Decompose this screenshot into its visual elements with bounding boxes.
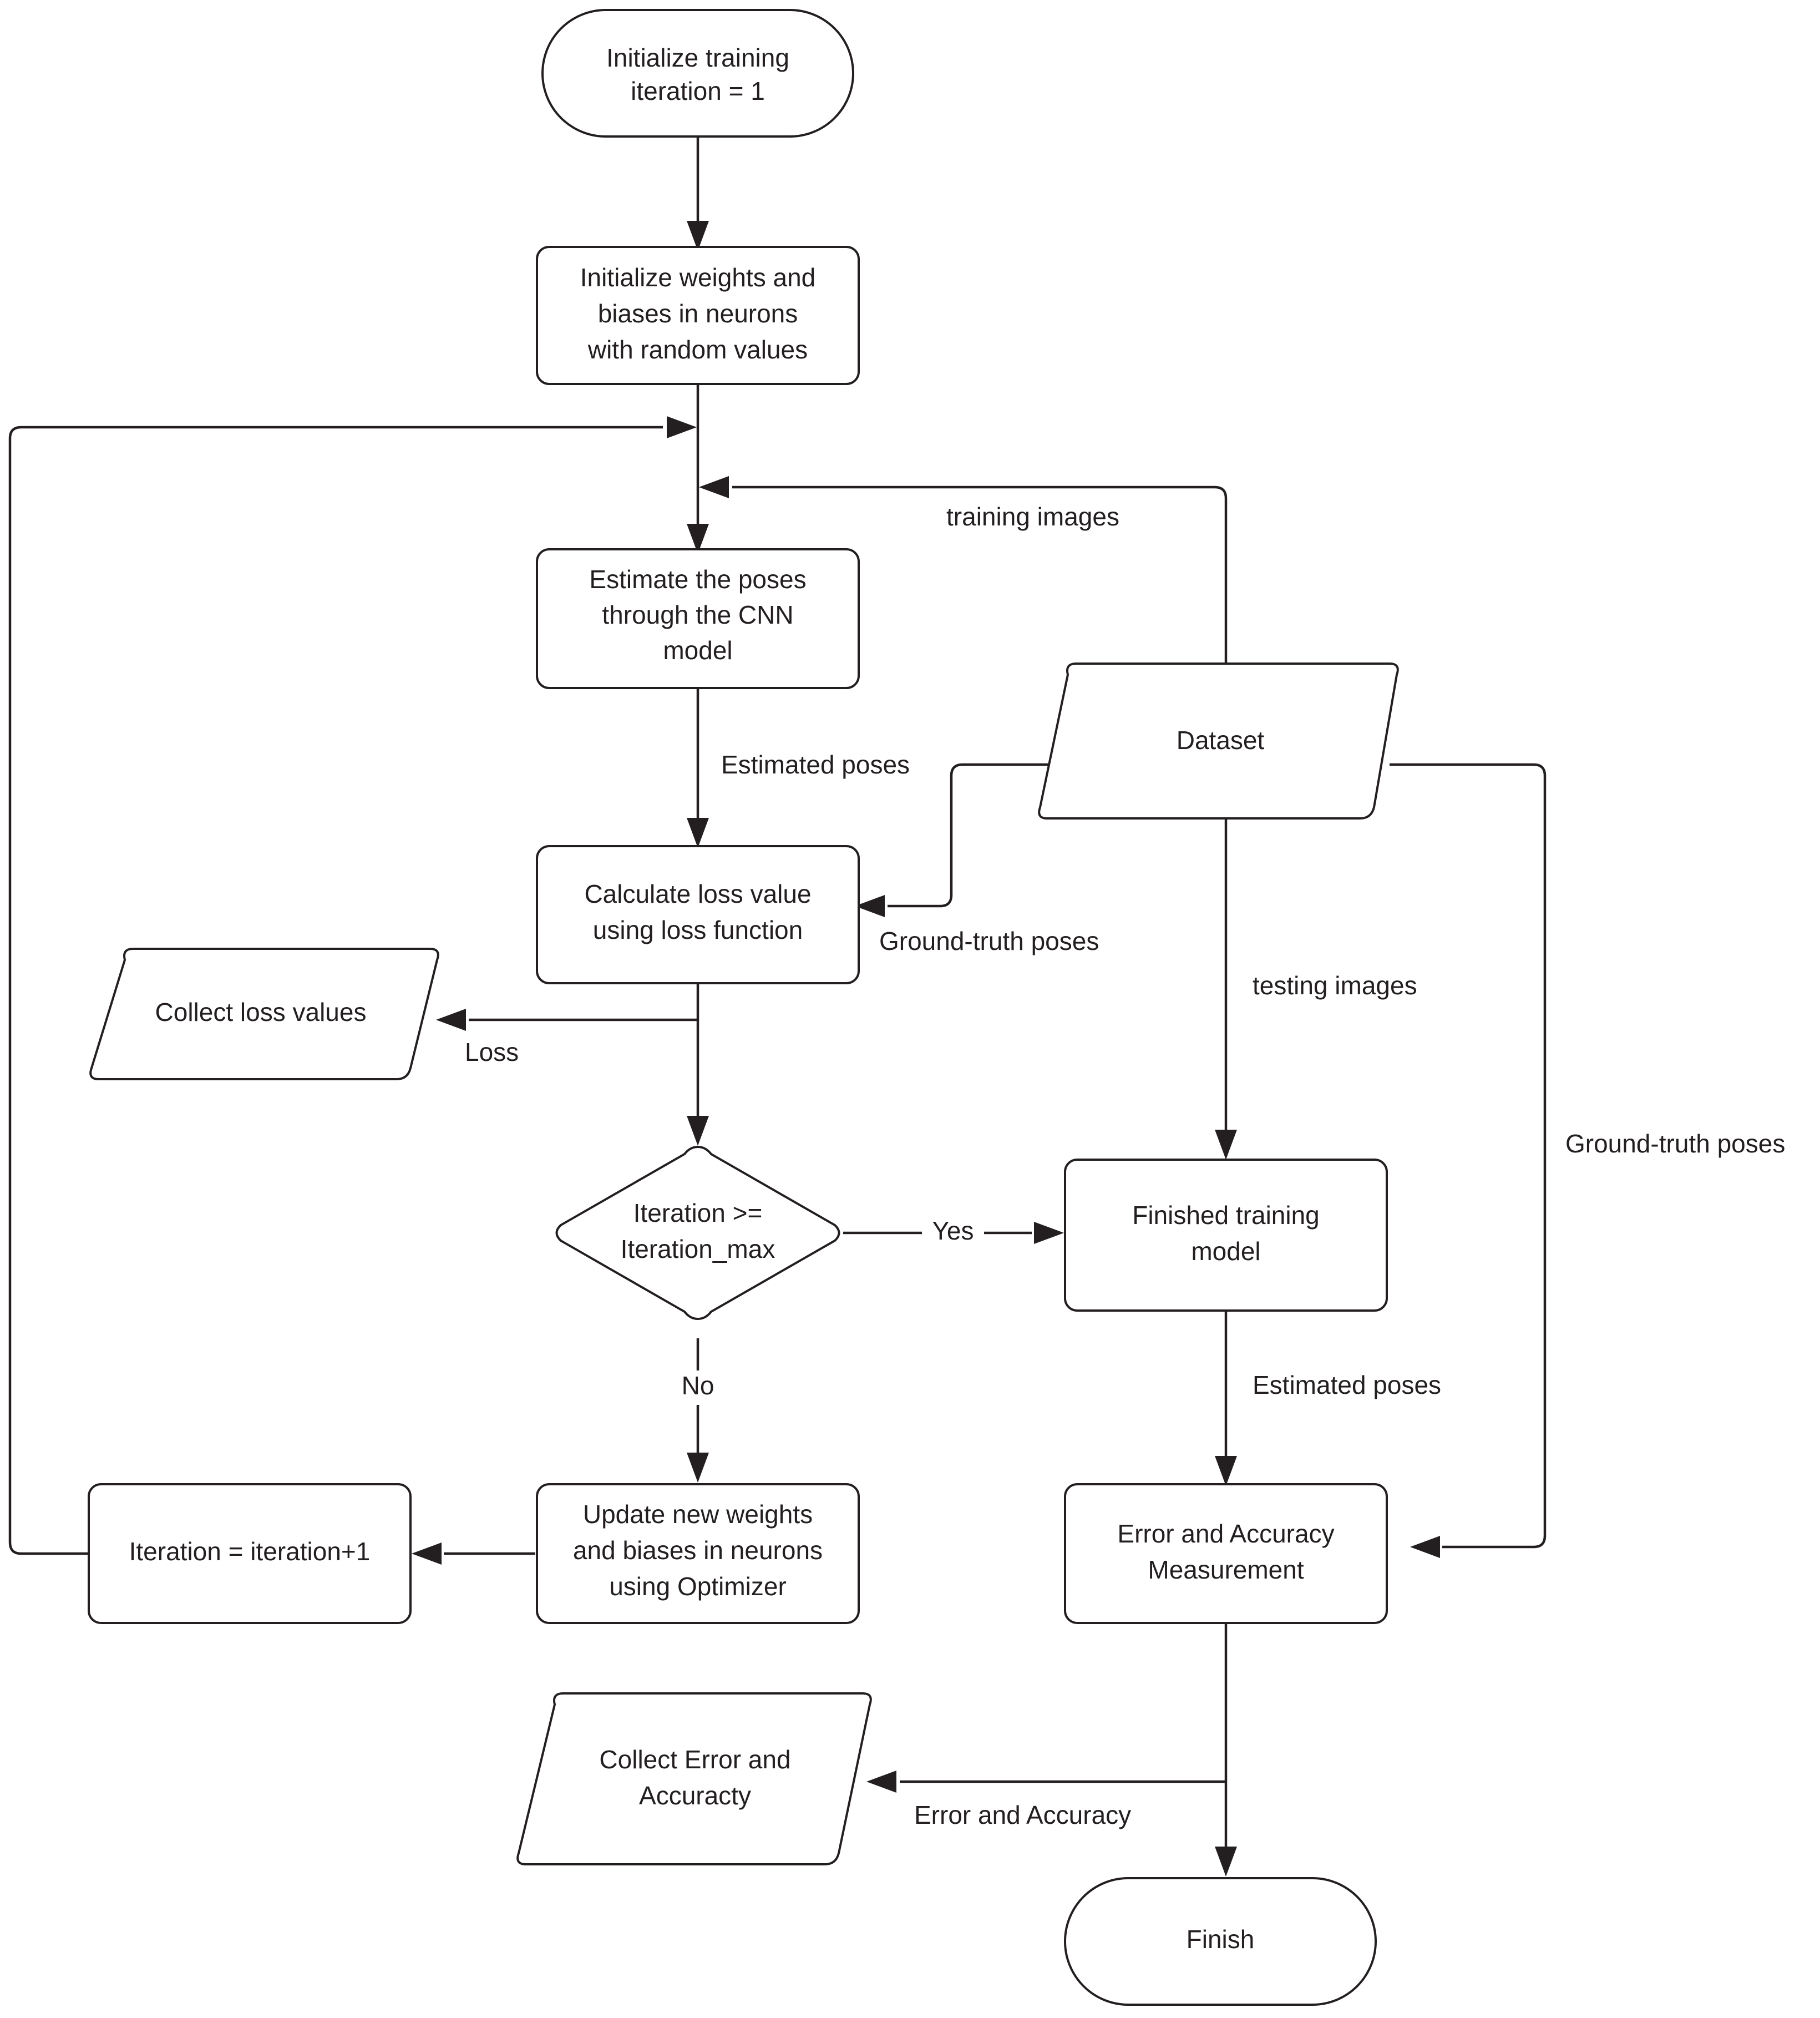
node-dataset-label: Dataset (1177, 726, 1265, 755)
node-finished-model[interactable]: Finished training model (1064, 1159, 1388, 1312)
node-iteration-increment-label: Iteration = iteration+1 (129, 1537, 371, 1566)
arrowhead-init-to-estimate (687, 524, 709, 554)
node-decision-line-1: Iteration >= (633, 1198, 763, 1227)
edge-label-estimated-poses-left: Estimated poses (721, 750, 910, 779)
node-finished-model-shape (1064, 1159, 1388, 1312)
node-start[interactable]: Initialize training iteration = 1 (541, 9, 854, 138)
node-finish-shape (1064, 1877, 1377, 2006)
edge-label-ground-truth-poses-left: Ground-truth poses (879, 927, 1099, 955)
node-collect-loss[interactable]: Collect loss values (89, 948, 439, 1080)
node-calc-loss-shape (536, 845, 860, 984)
arrowhead-yes (1034, 1222, 1064, 1244)
node-finished-model-line-2: model (1191, 1237, 1260, 1266)
edge-iteration-loop-back (8, 426, 663, 1555)
arrowhead-iteration-loop-back (667, 416, 697, 438)
arrowhead-ground-truth-left (855, 895, 885, 917)
node-layer: Initialize training iteration = 1 Initia… (88, 9, 1399, 2006)
node-estimate-poses-line-1: Estimate the poses (589, 565, 806, 594)
node-collect-error[interactable]: Collect Error and Accuracty (516, 1692, 872, 1865)
node-decision-line-2: Iteration_max (621, 1235, 775, 1263)
arrowhead-ground-truth-right (1410, 1536, 1440, 1558)
arrowhead-error-to-finish (1215, 1847, 1237, 1877)
node-update-weights-line-1: Update new weights (583, 1500, 813, 1529)
node-collect-loss-label: Collect loss values (155, 998, 367, 1026)
arrowhead-estimate-to-loss (687, 818, 709, 848)
arrowhead-model-to-error (1215, 1456, 1237, 1486)
node-decision-shape (555, 1145, 840, 1321)
node-finish[interactable]: Finish (1064, 1877, 1377, 2006)
arrowhead-start-to-init (687, 221, 709, 251)
edge-label-ground-truth-poses-right: Ground-truth poses (1565, 1129, 1785, 1158)
edge-label-no: No (682, 1371, 714, 1400)
arrowhead-update-to-increment (412, 1542, 442, 1565)
node-calc-loss-line-2: using loss function (593, 916, 803, 944)
node-estimate-poses-line-2: through the CNN (602, 600, 793, 629)
node-estimate-poses[interactable]: Estimate the poses through the CNN model (536, 548, 860, 689)
node-error-accuracy-line-2: Measurement (1148, 1555, 1304, 1584)
node-collect-error-line-1: Collect Error and (599, 1745, 790, 1774)
edge-ground-truth-left (888, 763, 1054, 908)
node-start-line-2: iteration = 1 (631, 77, 765, 105)
node-init-weights-line-3: with random values (587, 335, 808, 364)
edge-training-images (732, 485, 1228, 663)
node-finish-label: Finish (1187, 1925, 1255, 1954)
node-estimate-poses-line-3: model (663, 636, 732, 665)
node-init-weights-line-1: Initialize weights and (580, 263, 815, 292)
edge-label-yes-text: Yes (932, 1216, 974, 1245)
node-calc-loss[interactable]: Calculate loss value using loss function (536, 845, 860, 984)
node-collect-loss-shape (89, 948, 439, 1080)
edge-label-estimated-poses-right: Estimated poses (1253, 1370, 1441, 1399)
node-estimate-poses-shape (536, 548, 860, 689)
arrowhead-loss-to-decision (687, 1116, 709, 1146)
node-init-weights[interactable]: Initialize weights and biases in neurons… (536, 246, 860, 385)
node-update-weights-line-2: and biases in neurons (573, 1536, 823, 1565)
edge-layer: training images Estimated poses Ground-t… (8, 136, 1785, 1877)
node-iteration-increment-shape (88, 1483, 412, 1624)
node-update-weights[interactable]: Update new weights and biases in neurons… (536, 1483, 860, 1624)
edge-label-training-images: training images (946, 502, 1119, 531)
arrowhead-error-accuracy-branch (866, 1771, 896, 1793)
node-decision-iteration[interactable]: Iteration >= Iteration_max (555, 1145, 840, 1321)
node-finished-model-line-1: Finished training (1132, 1201, 1320, 1230)
node-calc-loss-line-1: Calculate loss value (584, 879, 811, 908)
edge-label-error-and-accuracy: Error and Accuracy (914, 1800, 1131, 1829)
node-iteration-increment[interactable]: Iteration = iteration+1 (88, 1483, 412, 1624)
node-error-accuracy-shape (1064, 1483, 1388, 1624)
node-update-weights-line-3: using Optimizer (609, 1572, 787, 1601)
arrowhead-testing-images (1215, 1130, 1237, 1160)
yes-label-backdrop (922, 1216, 984, 1250)
node-dataset-shape (1038, 662, 1399, 820)
no-label-backdrop (666, 1370, 730, 1405)
arrowhead-no (687, 1453, 709, 1483)
node-error-accuracy-line-1: Error and Accuracy (1117, 1519, 1334, 1548)
node-init-weights-shape (536, 246, 860, 385)
node-init-weights-line-2: biases in neurons (598, 299, 798, 328)
edge-label-loss: Loss (465, 1038, 519, 1066)
node-dataset[interactable]: Dataset (1038, 662, 1399, 820)
edge-ground-truth-right (1390, 763, 1547, 1549)
node-start-shape (541, 9, 854, 138)
edge-label-testing-images: testing images (1253, 971, 1417, 1000)
node-collect-error-shape (516, 1692, 872, 1865)
node-collect-error-line-2: Accuracty (639, 1781, 751, 1810)
node-error-accuracy[interactable]: Error and Accuracy Measurement (1064, 1483, 1388, 1624)
node-start-line-1: Initialize training (606, 43, 789, 72)
arrowhead-loss-branch (436, 1009, 466, 1031)
arrowhead-training-images (699, 476, 729, 498)
node-update-weights-shape (536, 1483, 860, 1624)
